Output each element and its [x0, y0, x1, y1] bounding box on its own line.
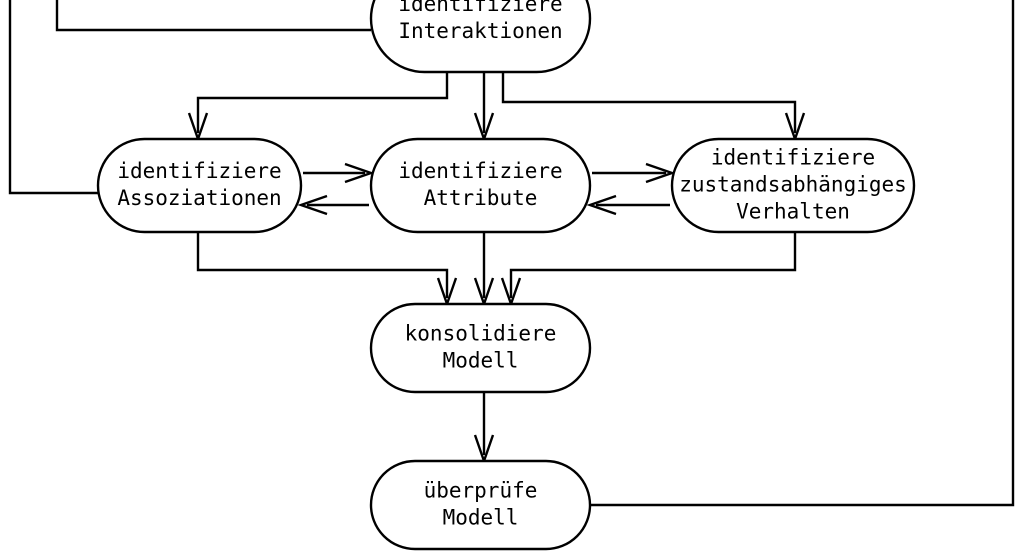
node-shape-konsolidiere-modell[interactable] — [369, 302, 592, 394]
node-shape-identifiziere-assoziationen[interactable] — [96, 137, 303, 234]
edge-ueberpruefe-feedback-right — [590, 0, 1015, 507]
node-shape-identifiziere-zustandsabhaengiges-verhalten[interactable] — [670, 137, 916, 234]
node-label-identifiziere-zustandsabhaengiges-verhalten-line-2: zustandsabhängiges — [679, 173, 907, 197]
node-label-konsolidiere-modell-line-2: Modell — [443, 349, 519, 373]
edge-verhalten-to-konsolidiere — [500, 232, 797, 308]
edge-attribute-to-konsolidiere — [473, 232, 495, 308]
node-label-identifiziere-assoziationen-line-2: Assoziationen — [117, 186, 281, 210]
edge-attribute-to-verhalten — [592, 162, 676, 184]
edge-attribute-to-assoziationen-arrowhead — [297, 194, 328, 216]
node-label-identifiziere-zustandsabhaengiges-verhalten-line-3: Verhalten — [736, 200, 850, 224]
node-label-identifiziere-attribute-line-2: Attribute — [424, 186, 538, 210]
node-label-ueberpruefe-modell-line-1: überprüfe — [424, 479, 538, 503]
edge-verhalten-to-attribute-arrowhead — [586, 194, 617, 216]
edge-konsolidiere-to-ueberpruefe — [473, 392, 495, 465]
edge-assoziationen-to-konsolidiere-line — [196, 232, 449, 298]
edge-interaktionen-to-verhalten-line — [501, 72, 797, 133]
edge-assoziationen-to-konsolidiere — [196, 232, 458, 308]
edge-offscreen-left-to-interaktionen — [55, 0, 371, 32]
edge-attribute-to-verhalten-arrowhead — [645, 162, 676, 184]
edge-interaktionen-to-verhalten — [501, 72, 806, 143]
edge-assoziationen-to-attribute-arrowhead — [344, 162, 375, 184]
node-shape-identifiziere-attribute[interactable] — [369, 137, 592, 234]
edge-offscreen-left-to-interaktionen-line — [55, 0, 371, 32]
node-shape-ueberpruefe-modell[interactable] — [369, 459, 592, 551]
edge-attribute-to-assoziationen — [297, 194, 369, 216]
node-shape-identifiziere-interaktionen[interactable] — [369, 0, 592, 74]
edge-interaktionen-to-assoziationen-line — [196, 72, 449, 133]
nodes-layer: identifiziereInteraktionenidentifiziereA… — [96, 0, 916, 551]
edge-verhalten-to-konsolidiere-line — [509, 232, 797, 298]
edge-assoziationen-to-attribute — [303, 162, 375, 184]
node-label-identifiziere-interaktionen-line-2: Interaktionen — [398, 19, 562, 43]
edge-assoziationen-feedback-left-line — [8, 0, 98, 195]
edge-interaktionen-to-assoziationen — [187, 72, 449, 143]
edge-interaktionen-to-attribute — [473, 72, 495, 143]
edges-layer — [8, 0, 1015, 507]
node-label-identifiziere-zustandsabhaengiges-verhalten-line-1: identifiziere — [711, 146, 875, 170]
edge-verhalten-to-attribute — [586, 194, 670, 216]
node-label-identifiziere-assoziationen-line-1: identifiziere — [117, 159, 281, 183]
node-label-identifiziere-attribute-line-1: identifiziere — [398, 159, 562, 183]
edge-assoziationen-feedback-left — [8, 0, 98, 195]
node-label-identifiziere-interaktionen-line-1: identifiziere — [398, 0, 562, 16]
edge-ueberpruefe-feedback-right-line — [590, 0, 1015, 507]
node-label-konsolidiere-modell-line-1: konsolidiere — [405, 322, 557, 346]
node-label-ueberpruefe-modell-line-2: Modell — [443, 506, 519, 530]
